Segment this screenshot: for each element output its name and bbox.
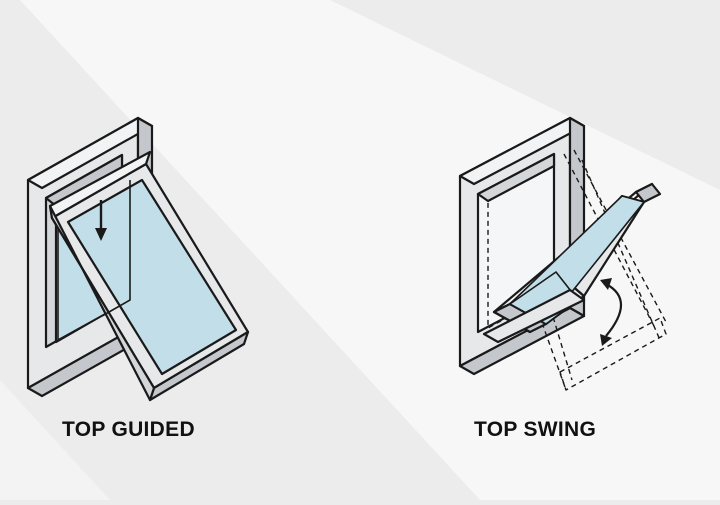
top-guided-panel: TOP GUIDED [0,0,360,500]
curved-double-arrow-icon [600,278,622,346]
top-guided-window-diagram [26,116,250,402]
top-swing-label: TOP SWING [474,418,597,441]
top-swing-panel: TOP SWING [360,0,720,500]
sash-glass [66,178,238,376]
arrow-down-icon [95,200,107,241]
top-swing-window-diagram [458,116,667,391]
top-guided-label: TOP GUIDED [62,418,195,441]
